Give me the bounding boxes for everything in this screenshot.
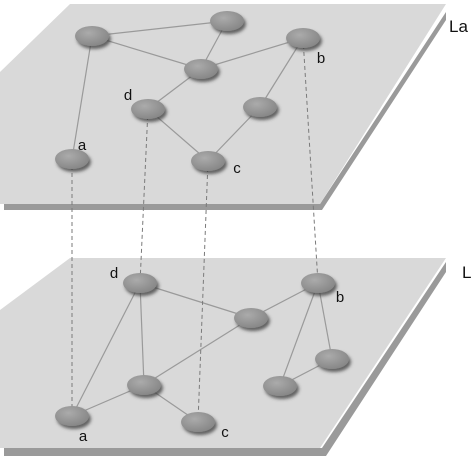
edge-b1-b7 — [71, 282, 141, 417]
node-b1 — [123, 273, 157, 293]
node-t5 — [131, 99, 165, 119]
node-label-t8: c — [233, 160, 241, 177]
node-ellipse — [123, 273, 157, 293]
edge-t1-t2 — [91, 20, 228, 37]
edge-b2-b6 — [279, 282, 319, 387]
node-label-b2: b — [336, 289, 344, 306]
node-b2 — [301, 273, 335, 293]
edge-t4-t3 — [200, 37, 304, 70]
node-ellipse — [127, 375, 161, 395]
node-ellipse — [263, 376, 297, 396]
layer-bottom-label: L — [462, 263, 471, 282]
interlayer-link-t3-b2 — [302, 37, 319, 284]
edge-t5-t8 — [147, 108, 209, 162]
node-ellipse — [184, 59, 218, 79]
node-ellipse — [131, 99, 165, 119]
edge-t1-t4 — [91, 35, 202, 70]
node-t2 — [210, 11, 244, 31]
edge-b2-b4 — [317, 282, 333, 360]
node-t3 — [286, 28, 320, 48]
node-label-b7: a — [79, 428, 88, 445]
node-b5 — [127, 375, 161, 395]
node-ellipse — [181, 412, 215, 432]
node-label-b8: c — [221, 424, 229, 441]
node-b4 — [315, 349, 349, 369]
node-t8 — [191, 151, 225, 171]
layer-top-label: La — [449, 17, 468, 36]
node-b8 — [181, 412, 215, 432]
node-ellipse — [286, 28, 320, 48]
node-t6 — [243, 97, 277, 117]
node-t7 — [55, 149, 89, 169]
node-label-t7: a — [78, 137, 87, 154]
interlayer-link-t5-b1 — [139, 108, 149, 284]
node-ellipse — [191, 151, 225, 171]
node-b7 — [55, 406, 89, 426]
layer-top — [0, 4, 446, 210]
node-label-t3: b — [317, 50, 325, 67]
node-label-b1: d — [110, 265, 118, 282]
node-t1 — [75, 26, 109, 46]
edge-t3-t6 — [259, 37, 304, 108]
node-ellipse — [210, 11, 244, 31]
node-ellipse — [234, 308, 268, 328]
node-t4 — [184, 59, 218, 79]
node-ellipse — [301, 273, 335, 293]
edge-t6-t8 — [207, 106, 261, 162]
node-ellipse — [315, 349, 349, 369]
layer-bottom-plane — [0, 258, 446, 448]
node-b6 — [263, 376, 297, 396]
layer-bottom-nodes: d b a c — [55, 265, 349, 445]
interlayer-link-t8-b8 — [197, 160, 209, 423]
edge-b1-b3 — [139, 282, 252, 319]
interlayer-links — [71, 37, 319, 423]
node-ellipse — [55, 149, 89, 169]
node-label-t5: d — [124, 87, 132, 104]
node-ellipse — [55, 406, 89, 426]
node-ellipse — [243, 97, 277, 117]
layer-top-nodes: b d a c — [55, 11, 325, 177]
edge-b1-b5 — [139, 282, 145, 386]
layer-top-plane — [0, 4, 446, 204]
edge-t1-t7 — [71, 35, 93, 160]
node-ellipse — [75, 26, 109, 46]
node-b3 — [234, 308, 268, 328]
edge-b3-b5 — [143, 317, 252, 386]
